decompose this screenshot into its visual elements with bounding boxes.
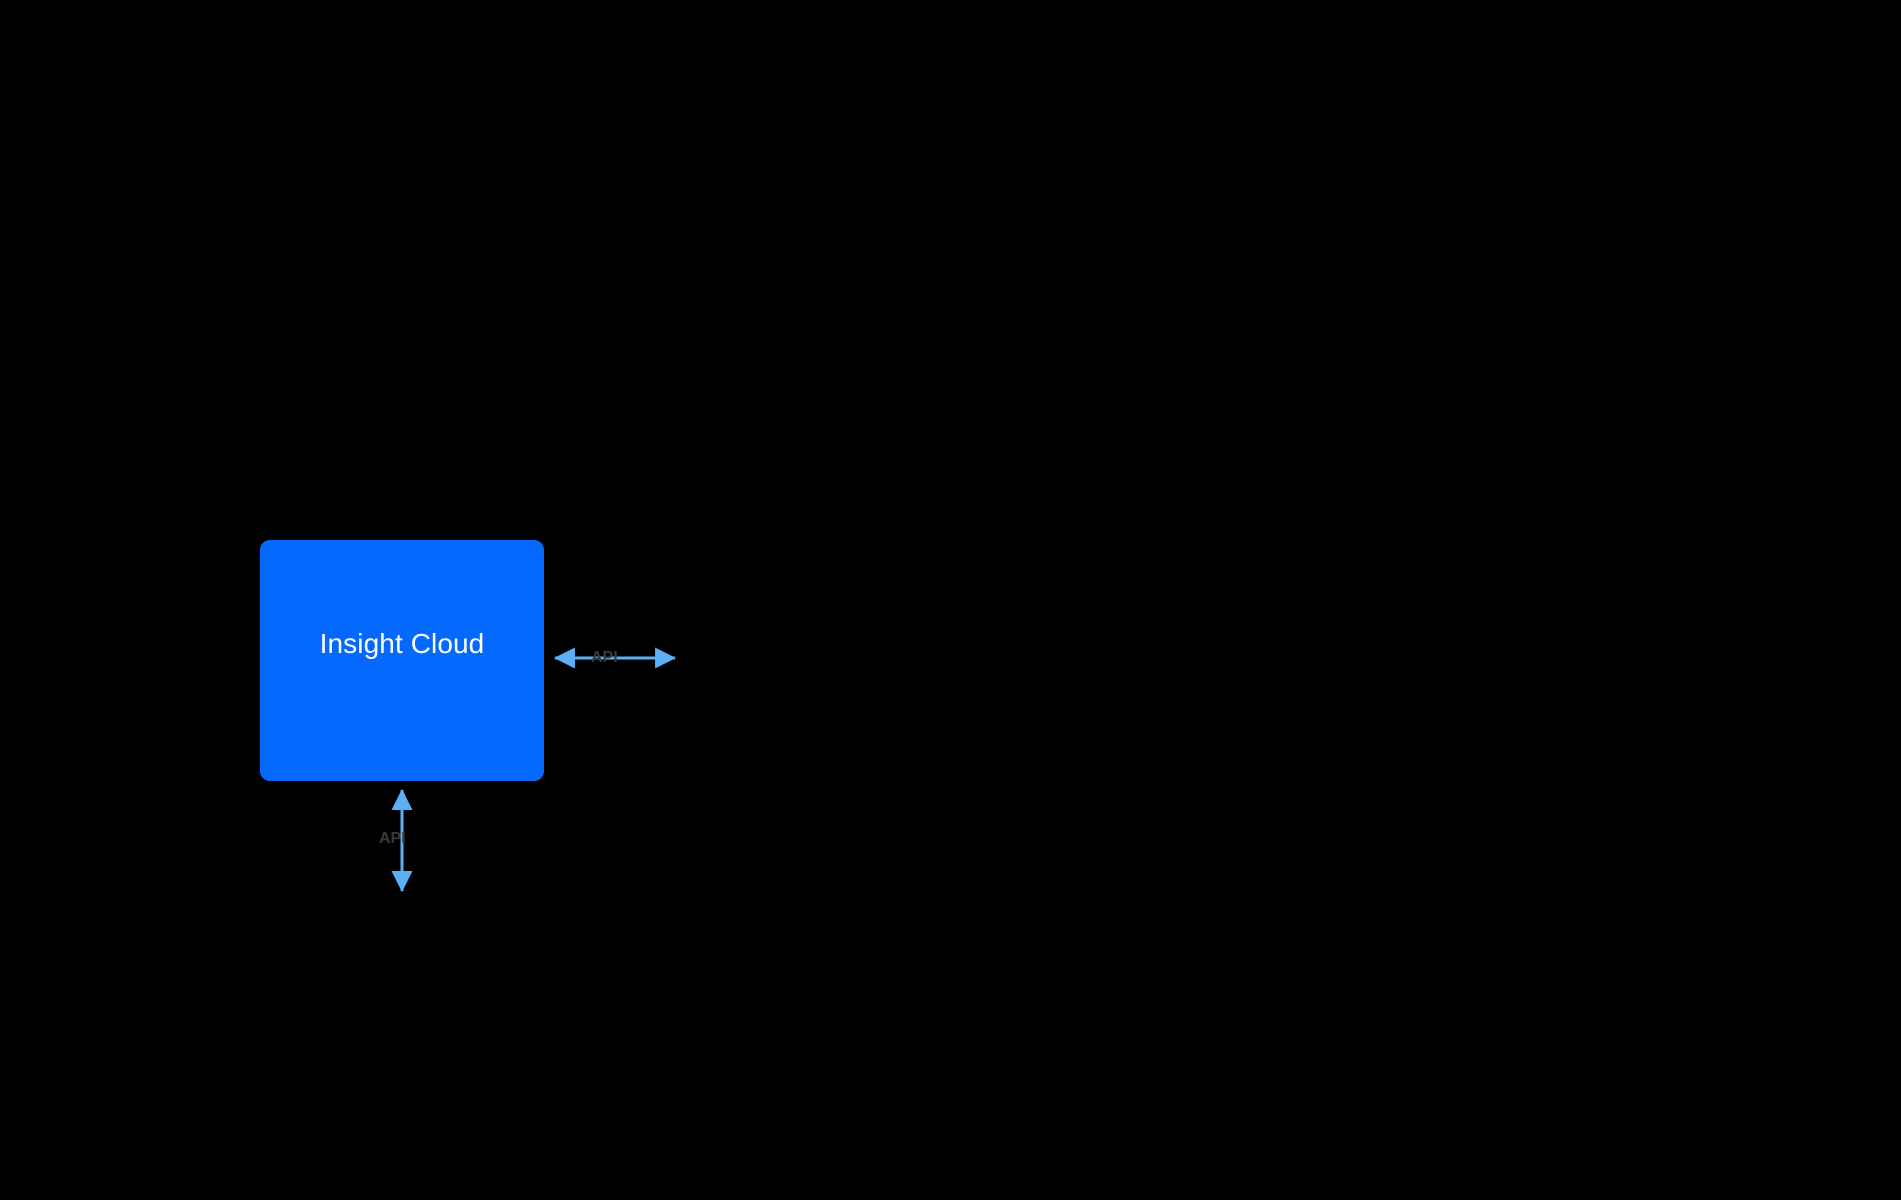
node-insight-cloud[interactable]: Insight Cloud xyxy=(260,540,544,781)
edge-label-api-east: API xyxy=(591,649,618,666)
edge-label-api-south: API xyxy=(379,830,406,847)
node-insight-cloud-label: Insight Cloud xyxy=(319,627,485,659)
